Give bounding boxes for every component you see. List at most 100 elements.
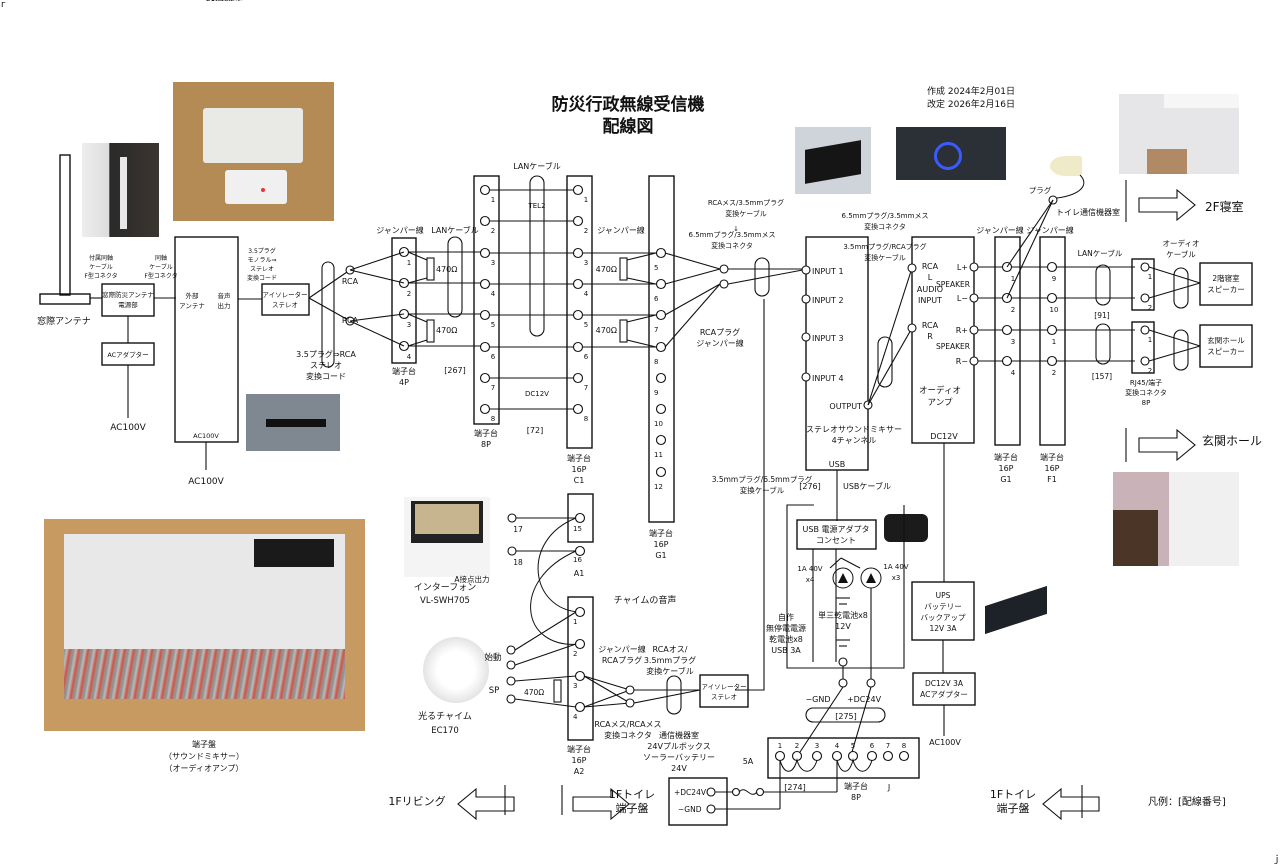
terminal-block-4p xyxy=(391,237,417,364)
terminal-pin xyxy=(479,372,491,384)
resistor-label: 470Ω xyxy=(524,688,544,697)
pin-number: 10 xyxy=(654,420,663,428)
ups-label: UPS xyxy=(936,591,951,600)
pin-number: 5 xyxy=(654,264,658,272)
pin-number: 2 xyxy=(407,290,411,298)
pin-number: 18 xyxy=(513,558,523,567)
isolator-cable-note: ステレオ xyxy=(250,266,274,273)
ups-gnd-pin xyxy=(838,678,848,688)
isolator-cable-note: 3.5プラグ xyxy=(248,247,276,255)
pin-number: 8 xyxy=(584,415,588,423)
usb-cable-label: USBケーブル xyxy=(843,481,891,491)
jumper-loop xyxy=(836,758,873,772)
amp-rca-l-label: L xyxy=(928,273,933,282)
terminal-pin xyxy=(572,215,584,227)
terminal-pin xyxy=(574,512,586,524)
terminal-g1-right-label: 16P xyxy=(998,464,1013,473)
pin-number: 7 xyxy=(886,742,890,750)
terminal-pin xyxy=(574,606,586,618)
pin-number: 4 xyxy=(835,742,840,750)
receiver-ac-inner: AC100V xyxy=(193,432,219,440)
panel-caption: 端子盤 xyxy=(192,739,216,749)
cable-number-275: [275] xyxy=(835,712,857,721)
resistor-label: 470Ω xyxy=(436,265,457,274)
wire xyxy=(840,557,861,569)
ups-label: バッテリー xyxy=(924,602,962,611)
conn-65b-note: 6.5mmプラグ/3.5mmメス xyxy=(842,211,929,220)
terminal-f1-label: 16P xyxy=(1044,464,1059,473)
horn-speaker-photo xyxy=(1046,150,1088,184)
amp-speaker-pin xyxy=(969,262,979,272)
pin-number: 17 xyxy=(513,525,523,534)
diode-left-spec: x4 xyxy=(806,576,815,584)
dc-adapter-label: DC12V 3A xyxy=(925,679,964,688)
pin-number: 6 xyxy=(584,353,589,361)
pin-number: 8 xyxy=(654,358,658,366)
pin-number: 1 xyxy=(491,196,495,204)
wire xyxy=(349,313,405,322)
terminal-pin xyxy=(479,184,491,196)
wire xyxy=(633,689,701,704)
terminal-f1-label: F1 xyxy=(1047,475,1057,484)
pin-number: 1 xyxy=(573,618,577,626)
rca-35-cable-note: RCAメス/3.5mmプラグ xyxy=(708,198,784,207)
audio-cable-1 xyxy=(1173,267,1189,309)
terminal-a2-label: 16P xyxy=(571,756,586,765)
mixer-name: 4チャンネル xyxy=(832,436,877,445)
hall-photo xyxy=(1113,472,1239,566)
cable-bundle-chime xyxy=(666,675,682,715)
amp-name: アンプ xyxy=(928,398,953,408)
cable-rca-note: 3.5mmプラグ/RCAプラグ xyxy=(843,242,926,251)
ac-adapter-label: ACアダプター xyxy=(107,350,148,359)
terminal-pin xyxy=(479,309,491,321)
arrow-to-1f-toilet-right xyxy=(1042,787,1100,821)
terminal-g1-right-label: 端子台 xyxy=(994,452,1018,462)
terminal-pin xyxy=(655,466,667,478)
pin-number: 1 xyxy=(407,259,411,267)
pullbox-label: ソーラーバッテリー xyxy=(643,753,715,762)
amp-rca-r xyxy=(907,323,917,333)
terminal-block-g1 xyxy=(648,175,675,523)
terminal-a2-label: A2 xyxy=(574,767,585,776)
terminal-block-j xyxy=(767,737,920,779)
wire xyxy=(829,557,842,569)
terminal-pin xyxy=(655,247,667,259)
label: 受信機 xyxy=(206,0,233,3)
created-date: 作成 2024年2月01日 xyxy=(927,85,1015,97)
chime-start-label: 始動 xyxy=(484,652,501,663)
pin-number: 1 xyxy=(1011,275,1015,283)
pin-number: 1 xyxy=(778,742,782,750)
pullbox-dc24: +DC24V xyxy=(674,788,707,797)
terminal-pin xyxy=(655,434,667,446)
pullbox-gnd-pin xyxy=(706,804,716,814)
amp-speaker-pin xyxy=(969,356,979,366)
coax-cable-note: 付属同軸 xyxy=(89,254,113,262)
receiver-ext-antenna-label: アンテナ xyxy=(179,302,205,310)
wire xyxy=(349,320,405,347)
antenna-power-unit-label: 窓際防災アンテナ xyxy=(102,290,154,299)
terminal-pin xyxy=(574,545,586,557)
coax-cable-note: ケーブル xyxy=(89,263,113,271)
usb-adapter-label: コンセント xyxy=(816,536,856,545)
isolator-label-2: ステレオ xyxy=(711,693,737,701)
amp-terminal-label: R− xyxy=(956,357,968,366)
chime-rca35-label: 変換ケーブル xyxy=(646,666,694,676)
intercom-name: インターフォン xyxy=(414,582,476,593)
terminal-panel-photo xyxy=(44,519,365,731)
jumper-label-4: ジャンパー線 xyxy=(1026,225,1074,235)
speaker-2f-label: スピーカー xyxy=(1207,285,1245,294)
usb-outlet-photo xyxy=(882,506,932,546)
terminal-pin xyxy=(479,215,491,227)
wire xyxy=(867,327,913,406)
antenna-label: 窓際アンテナ xyxy=(37,315,91,327)
terminal-block-a2 xyxy=(567,596,594,741)
pin-number: 5 xyxy=(584,321,588,329)
wire xyxy=(1148,329,1201,347)
diode-left-spec: 1A 40V xyxy=(797,565,822,573)
mixer-input-pin xyxy=(801,294,811,304)
ups-dc24-label: +DC24V xyxy=(847,695,882,704)
wire xyxy=(1148,282,1201,299)
terminal-block-g1-right xyxy=(994,236,1021,446)
to-1f-living-label: 1Fリビング xyxy=(388,794,445,808)
